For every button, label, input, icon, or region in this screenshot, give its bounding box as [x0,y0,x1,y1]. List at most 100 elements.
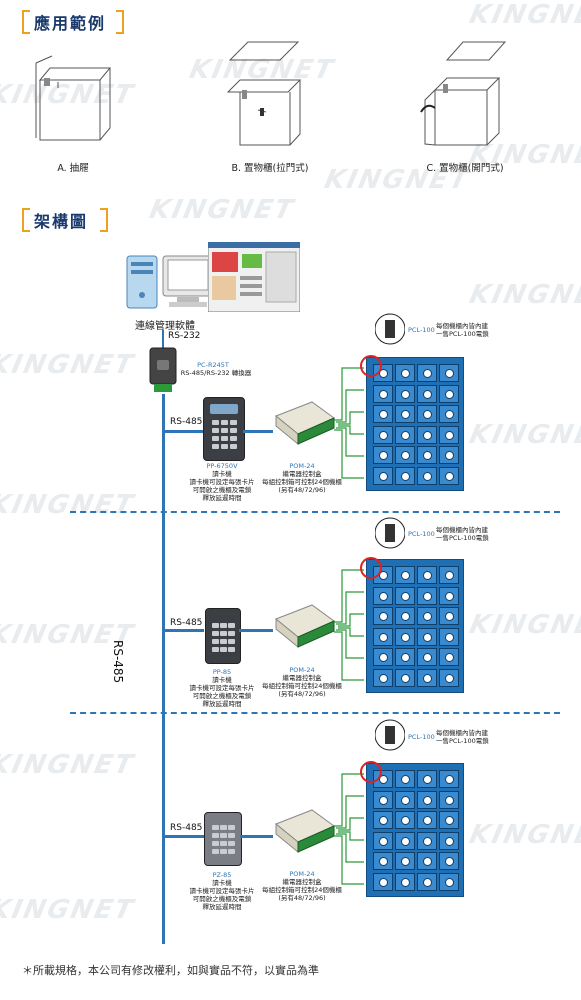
locker-compartment [417,405,437,423]
locker-compartment [417,466,437,485]
watermark: KINGNET [466,610,581,640]
compartment-lock-icon [445,389,454,399]
locker-cabinet [366,559,464,693]
locker-cabinet [366,763,464,897]
controller-model: POM-24 [289,666,315,674]
rs485-branch-label: RS-485 [170,417,203,427]
software-label: 連線管理軟體 [135,321,195,332]
compartment-lock-icon [379,389,388,399]
compartment-lock-icon [423,369,432,378]
compartment-lock-icon [423,389,432,399]
locker-compartment [373,872,393,891]
locker-compartment [417,648,437,666]
compartment-lock-icon [401,389,410,399]
locker-compartment [417,852,437,870]
compartment-lock-icon [401,775,410,784]
reader-desc: 釋放延遲時間 [202,903,242,911]
locker-compartment [417,811,437,829]
locker-compartment [439,872,459,891]
swing-cabinet-illustration [420,41,507,146]
compartment-lock-icon [379,571,388,580]
locker-compartment [417,668,437,687]
lock-model: PCL-100 [408,326,435,334]
compartment-lock-icon [445,451,454,460]
compartment-lock-icon [379,369,388,378]
reader-desc: 可開啟之機櫃及電鎖 [192,895,252,903]
locker-compartment [373,852,393,870]
locker-compartment [439,446,459,464]
locker-compartment [395,811,415,829]
locker-compartment [373,586,393,605]
compartment-lock-icon [445,816,454,825]
compartment-lock-icon [379,471,388,481]
wiring-lines [334,569,364,681]
compartment-lock-icon [445,795,454,805]
locker-compartment [417,770,437,788]
locker-compartment [373,384,393,403]
compartment-lock-icon [379,673,388,683]
compartment-lock-icon [401,877,410,887]
rs485-main-label: RS-485 [111,640,125,684]
lock-model: PCL-100 [408,733,435,741]
locker-compartment [395,770,415,788]
locker-compartment [395,586,415,605]
compartment-lock-icon [379,451,388,460]
locker-compartment [439,405,459,423]
group-separator [70,511,560,513]
watermark: KINGNET [466,420,581,450]
locker-compartment [373,405,393,423]
locker-compartment [395,872,415,891]
section-title-architecture: 架構圖 [22,208,108,232]
reader-model: PP-6750V [206,462,238,470]
reader-name: 讀卡機 [212,676,232,684]
compartment-lock-icon [423,410,432,419]
locker-compartment [373,466,393,485]
compartment-lock-icon [423,612,432,621]
locker-compartment [395,425,415,444]
locker-compartment [395,831,415,850]
locker-compartment [395,384,415,403]
compartment-lock-icon [445,612,454,621]
locker-compartment [395,668,415,687]
locker-compartment [417,607,437,625]
lock-desc: 一售PCL-100電鎖 [436,737,489,745]
compartment-lock-icon [423,836,432,846]
reader-desc: 讀卡機可設定每張卡片 [189,478,255,486]
locker-compartment [417,446,437,464]
compartment-lock-icon [423,451,432,460]
relay-controller-box [275,401,335,446]
controller-name: 繼電器控制盒 [282,878,322,886]
converter-model: PC-R245T [197,361,229,369]
locker-compartment [417,566,437,584]
locker-compartment [417,627,437,646]
compartment-lock-icon [379,836,388,846]
locker-compartment [395,446,415,464]
watermark: KINGNET [0,490,138,520]
locker-compartment [417,364,437,382]
locker-compartment [373,425,393,444]
reader-name: 讀卡機 [212,879,232,887]
compartment-lock-icon [423,775,432,784]
compartment-lock-icon [379,816,388,825]
locker-compartment [395,607,415,625]
relay-controller-box [275,809,335,854]
compartment-lock-icon [379,632,388,642]
locker-compartment [439,648,459,666]
compartment-lock-icon [379,857,388,866]
application-caption-a: A. 抽屜 [57,163,89,174]
lock-desc: 每個機櫃內皆內建 [436,322,488,330]
controller-desc: (另有48/72/96) [278,486,326,494]
relay-controller-box [275,604,335,649]
lock-desc: 一售PCL-100電鎖 [436,330,489,338]
compartment-lock-icon [401,369,410,378]
reader-model: PZ-85 [212,871,232,879]
controller-desc: (另有48/72/96) [278,690,326,698]
locker-compartment [373,627,393,646]
compartment-lock-icon [401,632,410,642]
locker-compartment [417,831,437,850]
locker-compartment [417,790,437,809]
wiring-lines [334,773,364,885]
compartment-lock-icon [445,410,454,419]
reader-desc: 釋放延遲時間 [202,700,242,708]
locker-compartment [395,627,415,646]
